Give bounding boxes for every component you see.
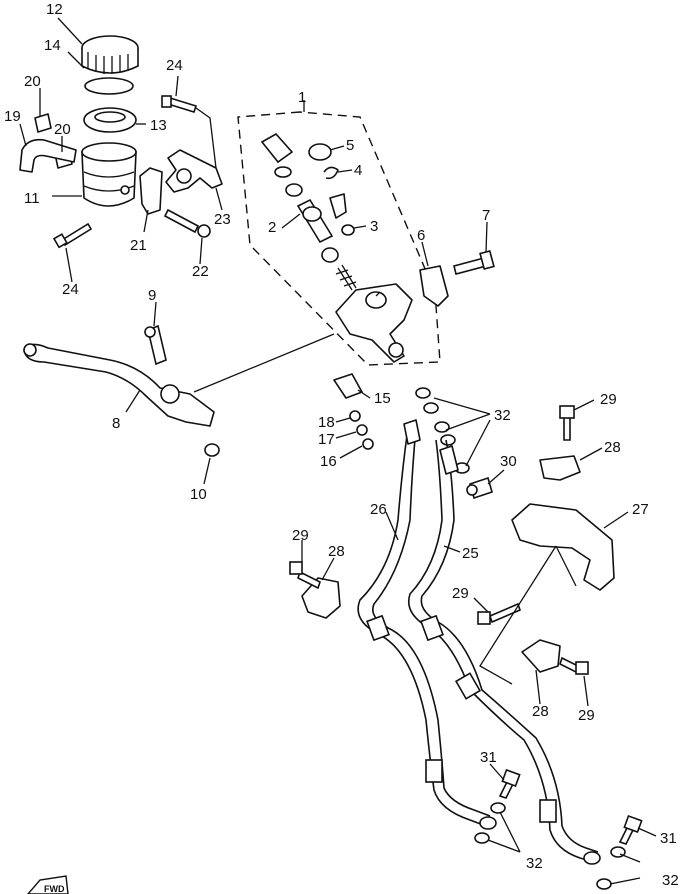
callout-12: 12 xyxy=(46,1,63,18)
hose-fitting xyxy=(403,419,421,445)
union-bolt xyxy=(618,814,643,845)
hose-clamp xyxy=(34,113,52,133)
union-bolt xyxy=(466,476,493,500)
piston-kit xyxy=(260,132,357,291)
bolt xyxy=(559,405,575,441)
master-cylinder-holder xyxy=(419,265,449,307)
callout-4: 4 xyxy=(354,162,362,179)
bolt xyxy=(559,656,589,675)
union-bolt xyxy=(362,438,374,450)
callout-9: 9 xyxy=(148,287,156,304)
banjo-fitting xyxy=(583,851,601,865)
callout-3: 3 xyxy=(370,218,378,235)
callout-25: 25 xyxy=(462,545,479,562)
callout-2: 2 xyxy=(268,219,276,236)
callout-22: 22 xyxy=(192,263,209,280)
callout-10: 10 xyxy=(190,486,207,503)
hose-guide xyxy=(539,455,581,481)
hose-fitting xyxy=(420,614,444,642)
brake-lever xyxy=(23,343,215,427)
reservoir xyxy=(81,142,137,207)
bolt xyxy=(477,602,521,625)
circlip xyxy=(323,166,339,180)
hose-fitting xyxy=(366,614,390,642)
callout-31: 31 xyxy=(480,749,497,766)
holder-bolt xyxy=(453,249,495,275)
callout-24: 24 xyxy=(166,57,183,74)
hose-guide xyxy=(521,639,561,673)
forward-arrow-label: FWD xyxy=(44,884,65,894)
diaphragm-plate xyxy=(83,107,137,133)
hose-guide xyxy=(301,577,341,619)
reservoir-bracket xyxy=(139,167,163,215)
hose-fitting xyxy=(439,445,459,475)
callout-31: 31 xyxy=(660,830,677,847)
callout-18: 18 xyxy=(318,414,335,431)
callout-6: 6 xyxy=(417,227,425,244)
o-ring xyxy=(341,224,355,236)
callout-27: 27 xyxy=(632,501,649,518)
pivot-bolt xyxy=(144,324,167,366)
callout-13: 13 xyxy=(150,117,167,134)
callout-30: 30 xyxy=(500,453,517,470)
reservoir-cap xyxy=(81,35,139,74)
callout-28: 28 xyxy=(328,543,345,560)
callout-32: 32 xyxy=(662,872,679,889)
callout-32: 32 xyxy=(526,855,543,872)
callout-15: 15 xyxy=(374,390,391,407)
diaphragm xyxy=(84,77,134,95)
callout-5: 5 xyxy=(346,137,354,154)
washer xyxy=(356,424,368,436)
screw xyxy=(161,95,198,113)
callout-32: 32 xyxy=(494,407,511,424)
brake-light-switch xyxy=(333,373,363,399)
hose-bracket xyxy=(511,503,615,591)
callout-29: 29 xyxy=(292,527,309,544)
callout-14: 14 xyxy=(44,37,61,54)
hose-fitting xyxy=(539,799,557,823)
leader-lines xyxy=(19,17,657,885)
callout-20: 20 xyxy=(54,121,71,138)
callout-29: 29 xyxy=(600,391,617,408)
callout-29: 29 xyxy=(452,585,469,602)
brake-hose-25 xyxy=(420,439,599,853)
pivot-nut xyxy=(204,443,220,457)
push-rod-boot xyxy=(329,193,347,219)
dust-boot xyxy=(308,143,332,161)
screw xyxy=(52,222,93,249)
callout-19: 19 xyxy=(4,108,21,125)
hose-fitting xyxy=(425,759,443,783)
callout-8: 8 xyxy=(112,415,120,432)
callout-28: 28 xyxy=(532,703,549,720)
callout-23: 23 xyxy=(214,211,231,228)
washer xyxy=(596,878,612,890)
callout-28: 28 xyxy=(604,439,621,456)
washer xyxy=(474,832,490,844)
callout-17: 17 xyxy=(318,431,335,448)
washer xyxy=(349,410,361,422)
callout-16: 16 xyxy=(320,453,337,470)
reservoir-holder xyxy=(165,149,223,193)
master-cylinder-body xyxy=(335,283,413,363)
banjo-fitting xyxy=(479,816,497,830)
brake-hose-26 xyxy=(372,427,491,817)
forward-arrow-icon: FWD xyxy=(27,875,69,894)
union-bolt xyxy=(498,768,521,799)
callout-21: 21 xyxy=(130,237,147,254)
callout-29: 29 xyxy=(578,707,595,724)
bolt xyxy=(289,561,321,590)
brake-hose-25 xyxy=(407,439,595,863)
reservoir-hose xyxy=(19,138,77,173)
callout-20: 20 xyxy=(24,73,41,90)
callout-11: 11 xyxy=(24,190,40,207)
callout-1: 1 xyxy=(298,89,306,106)
callout-24: 24 xyxy=(62,281,79,298)
master-cylinder-kit-boundary xyxy=(237,111,441,366)
hose-fitting xyxy=(454,672,482,700)
callout-7: 7 xyxy=(482,207,490,224)
washer xyxy=(490,802,506,814)
screw xyxy=(163,208,211,238)
callout-26: 26 xyxy=(370,501,387,518)
